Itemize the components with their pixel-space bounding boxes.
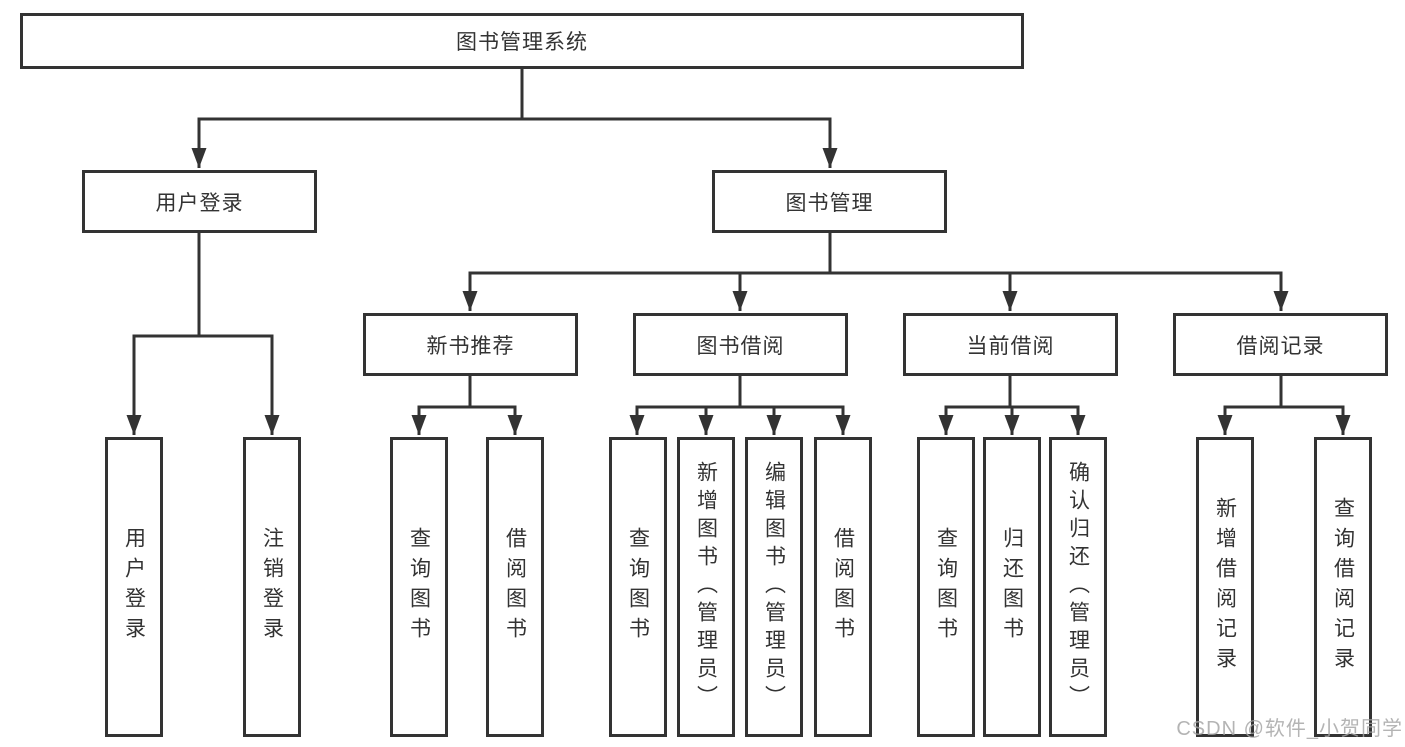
node-library-system: 图书管理系统 [20,13,1024,69]
node-query-borrow-record: 查询借阅记录 [1314,437,1372,737]
node-query-books-recommend: 查询图书 [390,437,448,737]
node-edit-books-admin: 编辑图书（管理员） [745,437,803,737]
node-add-books-admin: 新增图书（管理员） [677,437,735,737]
csdn-watermark: CSDN @软件_小贺同学 [1176,718,1403,740]
node-current-borrow: 当前借阅 [903,313,1118,376]
node-borrow-books-recommend: 借阅图书 [486,437,544,737]
node-add-borrow-record: 新增借阅记录 [1196,437,1254,737]
node-query-books-borrow: 查询图书 [609,437,667,737]
node-logout: 注销登录 [243,437,301,737]
node-user-login: 用户登录 [82,170,317,233]
node-book-management: 图书管理 [712,170,947,233]
node-user-login-leaf: 用户登录 [105,437,163,737]
node-borrow-records: 借阅记录 [1173,313,1388,376]
node-query-books-current: 查询图书 [917,437,975,737]
node-confirm-return-admin: 确认归还（管理员） [1049,437,1107,737]
node-new-book-recommend: 新书推荐 [363,313,578,376]
node-borrow-books-leaf: 借阅图书 [814,437,872,737]
node-return-books: 归还图书 [983,437,1041,737]
node-book-borrow: 图书借阅 [633,313,848,376]
